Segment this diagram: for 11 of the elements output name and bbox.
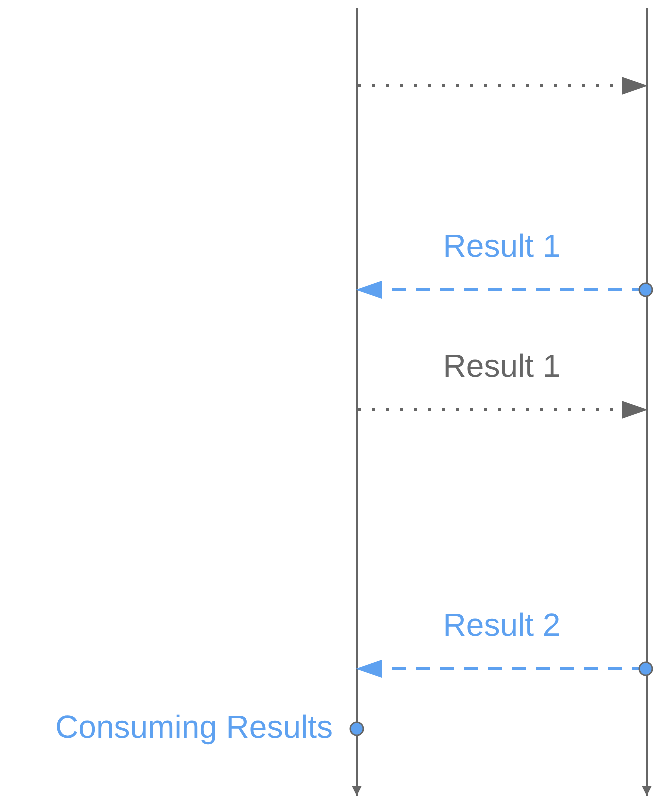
edge-label: Result 1 <box>443 348 561 384</box>
edge-label: Result 2 <box>443 607 561 643</box>
message-arrow <box>358 401 648 419</box>
message-arrow <box>358 77 648 95</box>
lifeline-arrow <box>642 8 652 796</box>
event-dot <box>350 722 364 736</box>
edge-label: Result 1 <box>443 228 561 264</box>
message-arrow <box>356 660 654 678</box>
event-label: Consuming Results <box>56 709 333 745</box>
lifeline-arrow <box>352 8 362 796</box>
message-arrow <box>356 281 654 299</box>
